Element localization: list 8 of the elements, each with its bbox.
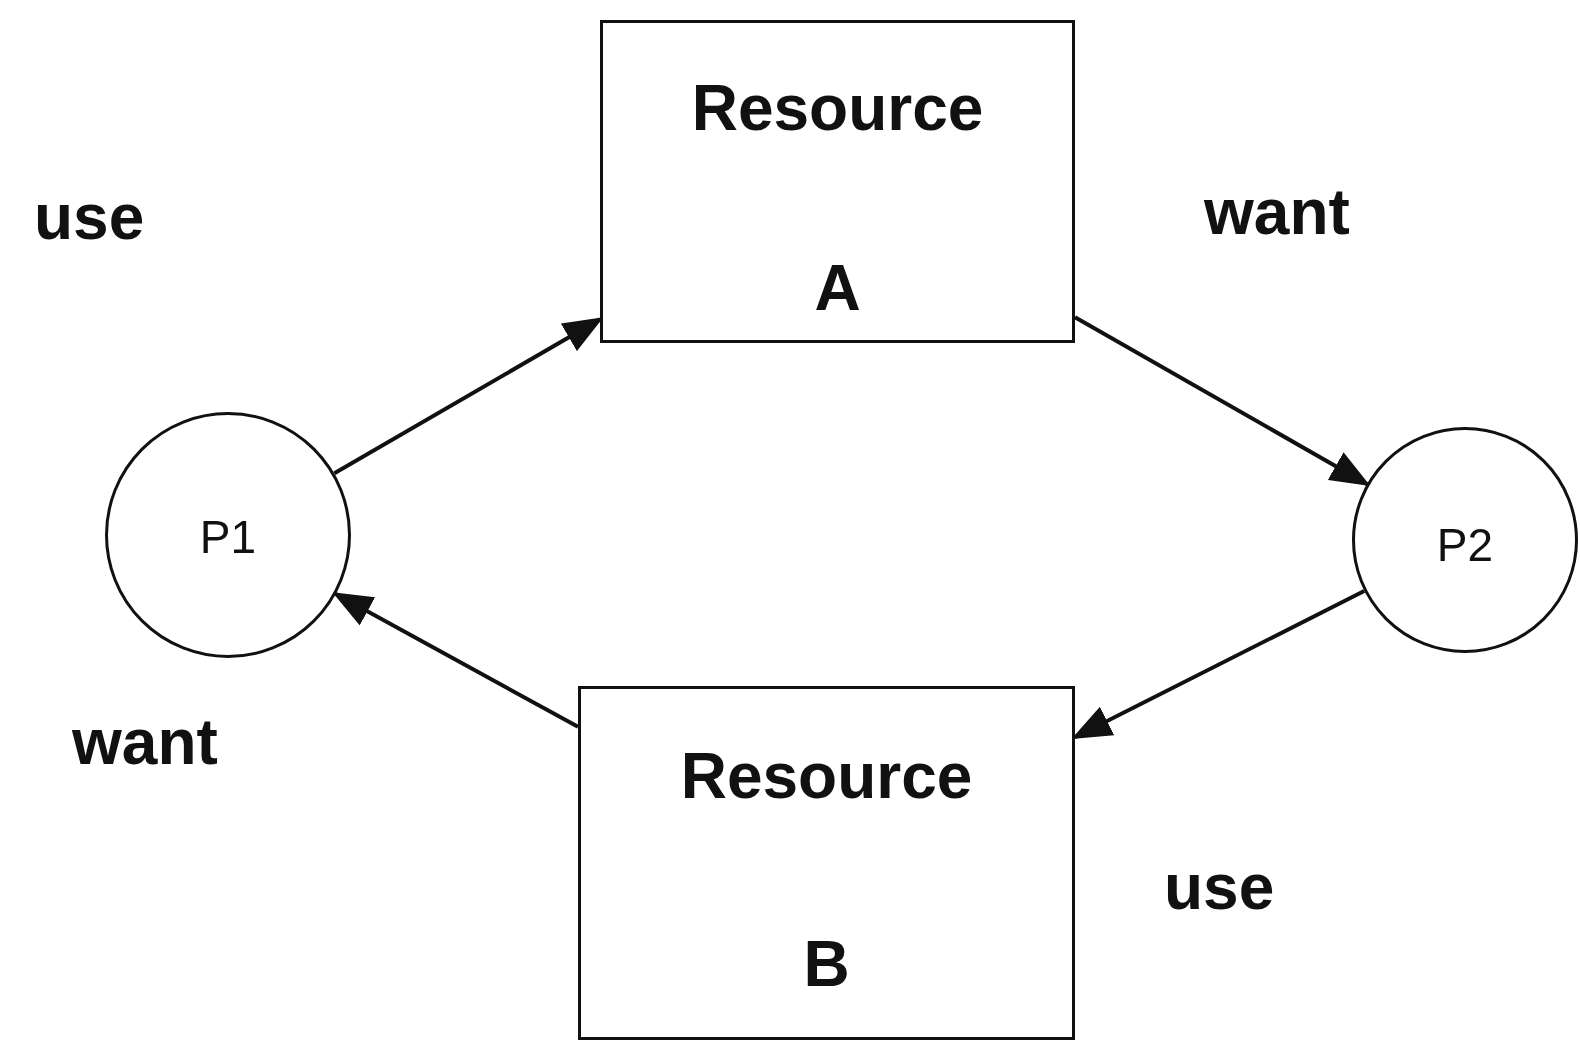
node-label: Resource xyxy=(679,739,974,813)
node-label: Resource xyxy=(690,71,985,145)
resource-box xyxy=(578,686,1075,1040)
node-label: B xyxy=(802,927,851,1001)
node-label: P2 xyxy=(1435,518,1495,572)
resource-box xyxy=(600,20,1075,343)
node-label: P1 xyxy=(198,510,258,564)
node-label: A xyxy=(813,251,862,325)
